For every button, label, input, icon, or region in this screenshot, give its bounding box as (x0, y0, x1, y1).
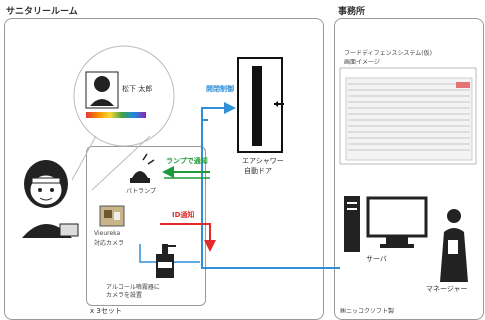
lamp-notify-label: ランプで通知 (166, 157, 208, 165)
air-shower-label: エアシャワー (242, 157, 284, 165)
door-control-line (201, 102, 340, 269)
camera-label-1: Vieureka (94, 230, 121, 237)
alcohol-label-1: アルコール噴霧器に (106, 282, 160, 291)
camera-icon (99, 205, 125, 227)
patlamp-label: パトランプ (126, 188, 157, 195)
camera-label-2: 対応カメラ (94, 240, 125, 247)
alcohol-label-2: カメラを設置 (106, 292, 143, 299)
screen-title: フードディフェンスシステム(仮) (344, 50, 432, 57)
alcohol-label-main: アルコール噴霧器 (106, 284, 154, 291)
worker-illustration (22, 160, 79, 238)
id-notify-line (160, 223, 216, 252)
office-title: 事務所 (338, 7, 366, 17)
server-icon (344, 196, 428, 252)
alcohol-dispenser-icon (156, 244, 176, 278)
id-card-name: 松下 太郎 (122, 85, 153, 93)
server-label: サーバ (366, 255, 387, 263)
manager-label: マネージャー (426, 285, 468, 293)
auto-door-label: 自動ドア (244, 167, 272, 175)
id-notify-label: ID通知 (172, 211, 195, 219)
id-card-color-bar (86, 112, 146, 118)
air-shower-door (237, 57, 284, 153)
sanitary-room-title: サニタリールーム (6, 7, 78, 17)
screen-image (339, 67, 477, 165)
id-card-photo (85, 71, 119, 109)
manager-icon (440, 209, 468, 282)
screen-subtitle: 画面イメージ (344, 59, 380, 66)
patlamp-icon (130, 153, 155, 183)
vendor-label: ㈱ニッコクソフト製 (340, 308, 395, 315)
sets-label: x 3セット (90, 307, 122, 315)
door-control-label: 開閉制御 (206, 85, 234, 93)
alcohol-label-prefix: に (153, 284, 160, 291)
id-card-callout (73, 45, 175, 147)
